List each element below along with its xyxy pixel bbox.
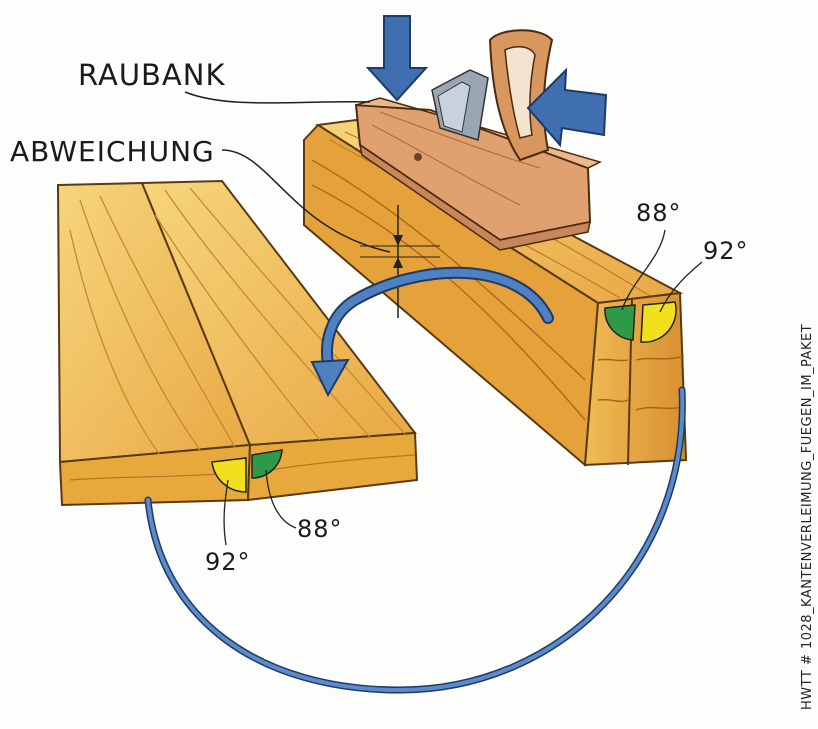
deviation-marker [360,205,440,318]
raubank-plane [354,29,603,251]
angle-92-top-leader [659,261,703,313]
angle-label-92-top: 92° [703,237,749,265]
raubank-label: RAUBANK [78,58,226,92]
angle-label-92-bottom: 92° [205,548,251,576]
angle-marker-92-top [640,301,677,343]
plane-screw [414,153,422,161]
angle-label-88-top: 88° [636,199,682,227]
angle-marker-88-bottom [251,449,283,479]
angle-88-bottom-leader [265,469,297,529]
force-arrow-down [365,15,429,102]
angle-marker-88-top [604,304,636,341]
raubank-leader [184,91,371,104]
angle-92-bottom-leader [223,479,229,546]
opened-boards [56,179,419,507]
angle-label-88-bottom: 88° [297,515,343,543]
abweichung-leader [221,149,391,253]
flip-arrow-lower [144,386,686,694]
abweichung-label: ABWEICHUNG [10,135,215,168]
flip-arrow-upper [310,266,554,398]
angle-88-top-leader [621,229,666,311]
force-arrow-left [526,67,608,148]
figure-caption: HWTT # 1028_KANTENVERLEIMUNG_FUEGEN_IM_P… [800,323,815,710]
